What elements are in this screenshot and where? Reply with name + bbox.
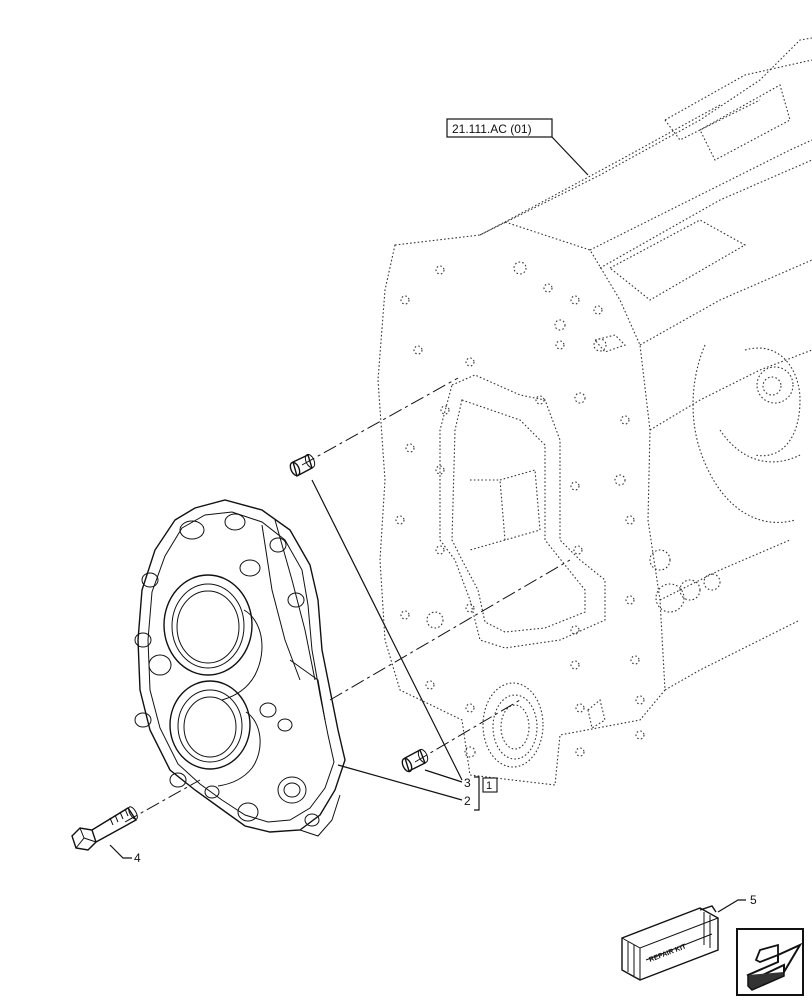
callout-2: 2 — [464, 794, 471, 808]
callout-group-box-1: 1 — [486, 780, 492, 792]
repair-kit-box: REPAIR KIT — [621, 905, 719, 981]
callout-group: 3 2 1 4 5 — [134, 776, 757, 907]
reference-label-text: 21.111.AC (01) — [452, 122, 532, 136]
repair-kit-label: REPAIR KIT — [648, 943, 688, 964]
transmission-housing — [377, 37, 812, 786]
callout-3: 3 — [464, 776, 471, 790]
dowel-pin-upper — [289, 453, 316, 478]
assembly-axis-lines — [124, 377, 571, 823]
next-page-arrow-icon[interactable] — [736, 928, 804, 996]
cap-screw-bolt — [71, 806, 138, 851]
dowel-pin-lower — [401, 748, 429, 773]
callout-5: 5 — [750, 893, 757, 907]
housing-bolt-holes — [395, 261, 645, 758]
leader-lines — [109, 136, 746, 913]
gearbox-cover-plate — [134, 499, 346, 837]
reference-label[interactable]: 21.111.AC (01) — [446, 118, 553, 138]
callout-4: 4 — [134, 851, 141, 865]
